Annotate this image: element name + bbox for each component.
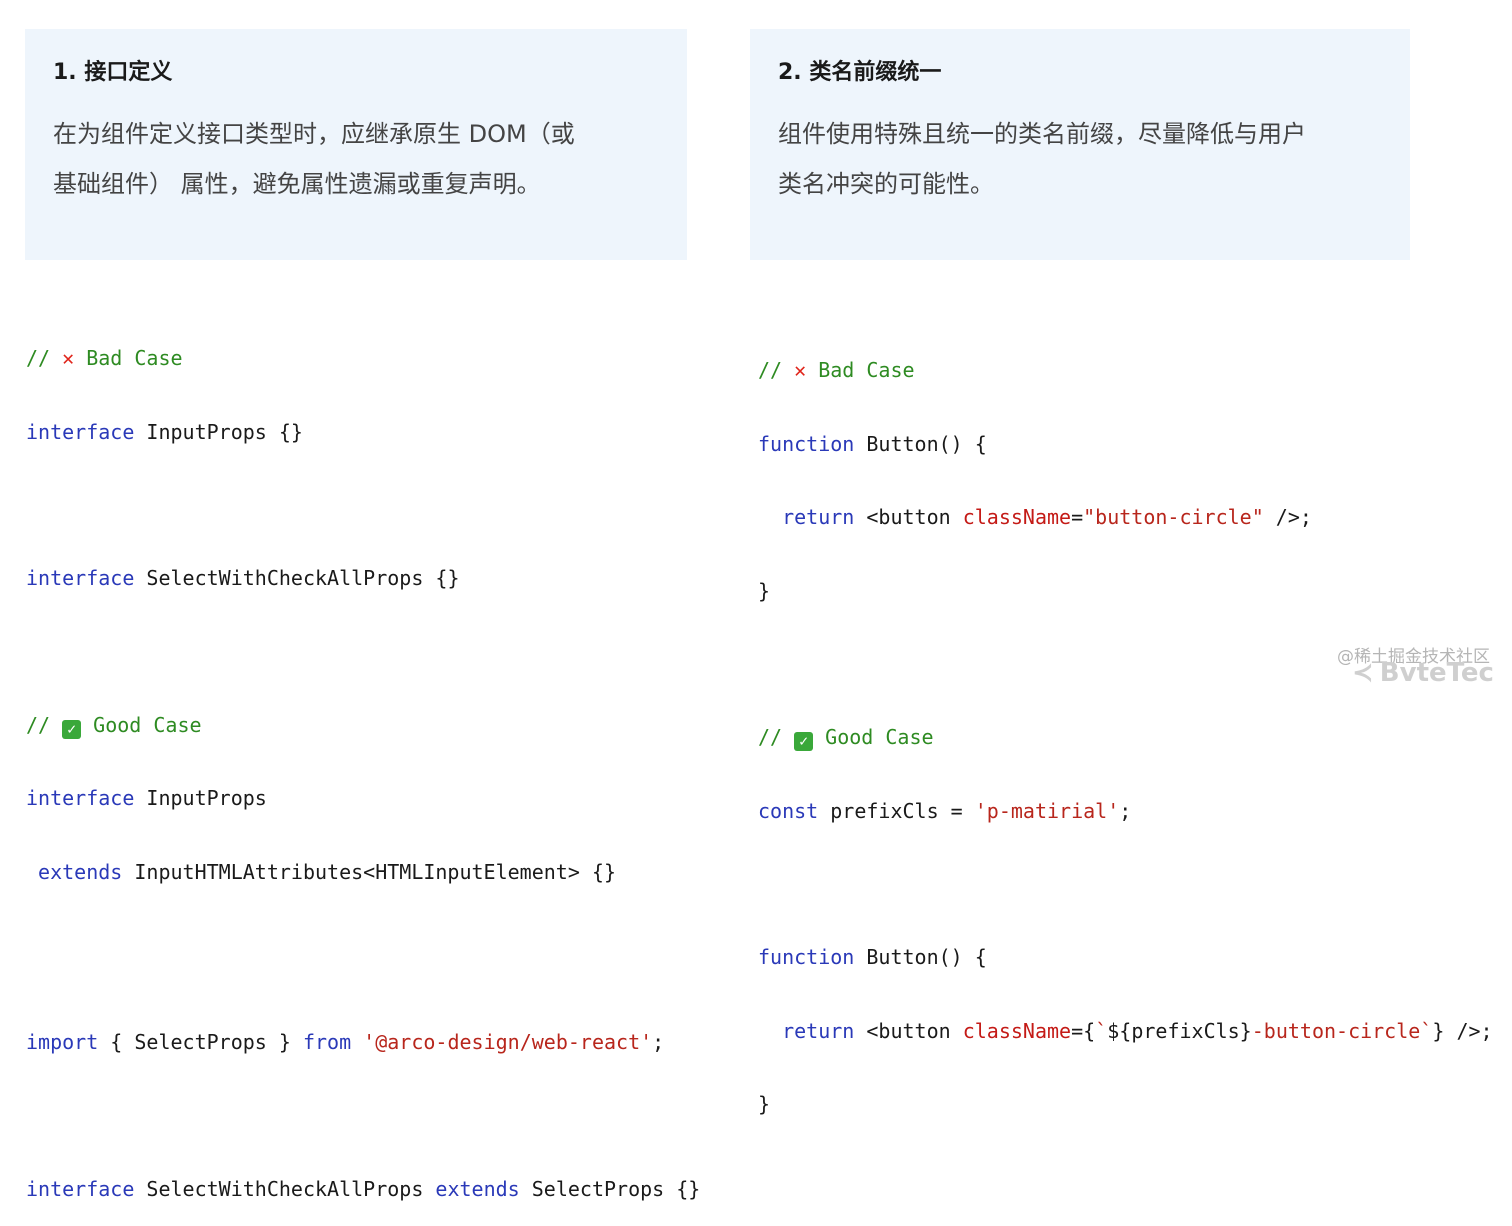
cross-mark-icon: ✕ [794, 358, 807, 382]
code-comment-good: // ✓ Good Case [26, 712, 202, 739]
card-classname-prefix: 2. 类名前缀统一 组件使用特殊且统一的类名前缀，尽量降低与用户类名冲突的可能性… [750, 29, 1410, 260]
check-box-icon: ✓ [62, 719, 82, 739]
card-body-line: 类名冲突的可能性。 [778, 170, 994, 198]
cross-mark-icon: ✕ [62, 346, 75, 370]
card-title: 2. 类名前缀统一 [778, 60, 942, 85]
card-body: 在为组件定义接口类型时，应继承原生 DOM（或基础组件） 属性，避免属性遗漏或重… [53, 109, 687, 209]
code-line: function Button() { [758, 945, 987, 969]
code-line: function Button() { [758, 431, 987, 456]
code-line: return <button className="button-circle"… [782, 505, 1312, 529]
card-body-line: 基础组件） 属性，避免属性遗漏或重复声明。 [53, 170, 541, 198]
card-title: 1. 接口定义 [53, 60, 173, 85]
card-interface-definition: 1. 接口定义 在为组件定义接口类型时，应继承原生 DOM（或基础组件） 属性，… [25, 29, 687, 260]
card-body-line: 组件使用特殊且统一的类名前缀，尽量降低与用户 [778, 120, 1306, 148]
code-comment-bad: // ✕ Bad Case [758, 358, 915, 382]
code-line: return <button className={`${prefixCls}-… [782, 1018, 1493, 1043]
code-comment-bad: // ✕ Bad Case [26, 346, 183, 370]
brand-text: BvteTec [1379, 658, 1494, 688]
code-line: extends InputHTMLAttributes<HTMLInputEle… [26, 859, 617, 884]
brand-logo: ≺BvteTec [1352, 658, 1494, 688]
code-line: } [758, 578, 771, 603]
code-line: interface InputProps [26, 786, 267, 810]
code-block-classname: // ✕ Bad Case function Button() { return… [758, 309, 1493, 1141]
brand-chevron-icon: ≺ [1352, 658, 1374, 688]
code-line: interface InputProps {} [26, 419, 303, 444]
check-box-icon: ✓ [794, 732, 814, 751]
card-body-line: 在为组件定义接口类型时，应继承原生 DOM（或 [53, 120, 575, 148]
code-line: } [758, 1092, 771, 1116]
code-line: import { SelectProps } from '@arco-desig… [26, 1030, 665, 1054]
card-body: 组件使用特殊且统一的类名前缀，尽量降低与用户类名冲突的可能性。 [778, 109, 1410, 209]
code-line: interface SelectWithCheckAllProps {} [26, 566, 460, 590]
code-line: interface SelectWithCheckAllProps extend… [26, 1176, 701, 1201]
code-block-interface: // ✕ Bad Case interface InputProps {} in… [26, 297, 700, 1226]
code-comment-good: // ✓ Good Case [758, 725, 934, 751]
watermark-text: @稀土掘金技术社区 [1337, 647, 1490, 667]
code-line: const prefixCls = 'p-matirial'; [758, 798, 1132, 823]
